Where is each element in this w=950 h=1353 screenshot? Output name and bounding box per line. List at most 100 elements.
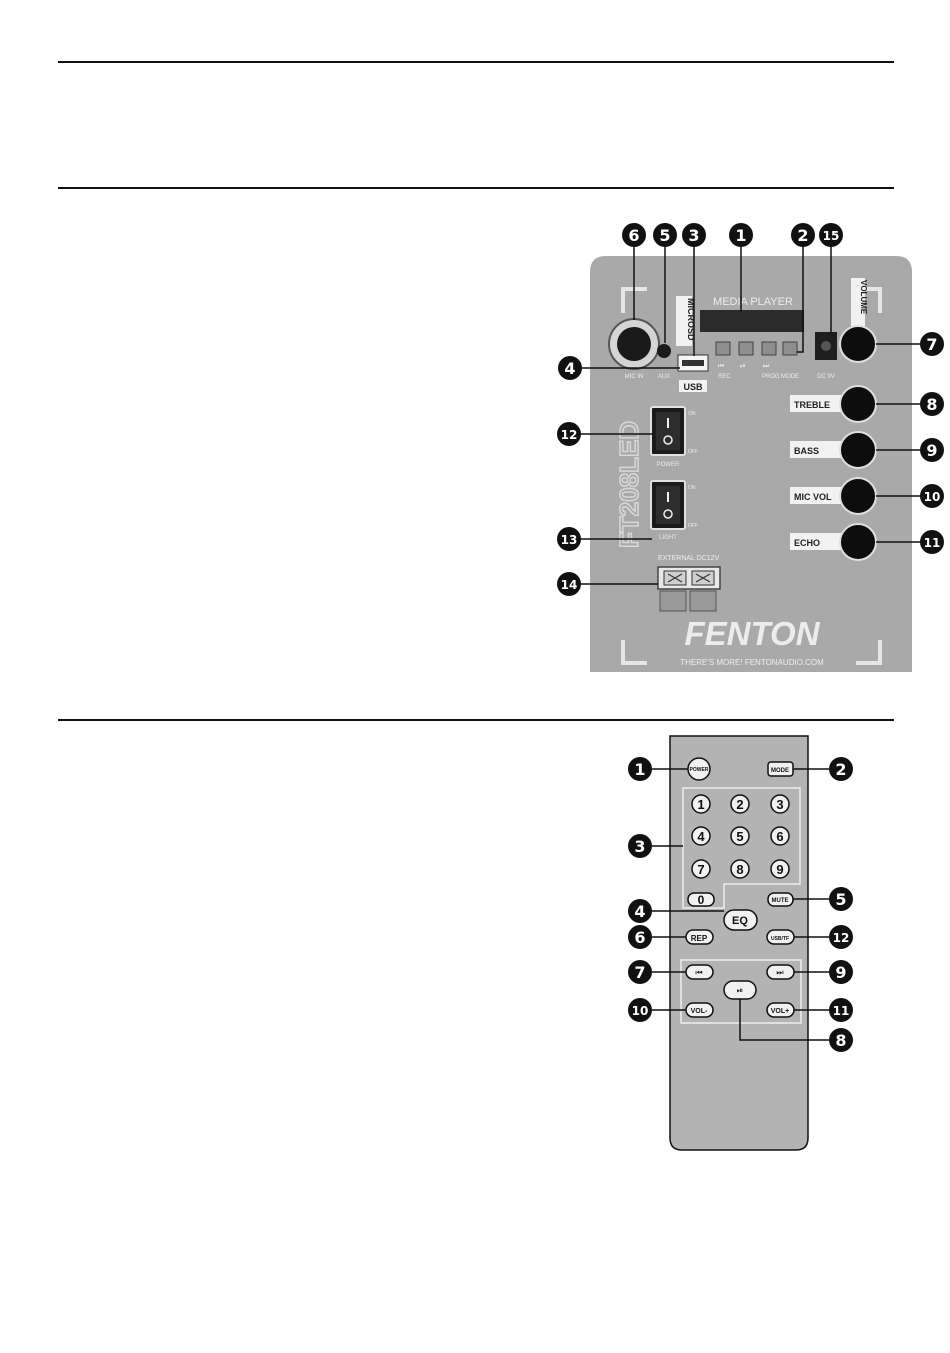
next-track-icon: ⏭: [776, 968, 783, 977]
remote-prev-button[interactable]: ⏮: [685, 964, 714, 980]
svg-text:2: 2: [797, 226, 808, 245]
numpad-frame: [682, 787, 801, 909]
svg-text:4: 4: [697, 829, 705, 844]
svg-text:3: 3: [634, 837, 645, 856]
mic-vol-knob[interactable]: [839, 477, 877, 515]
remote-callout-5: 5: [829, 887, 853, 911]
remote-callout-3: 3: [628, 834, 652, 858]
volume-label-bg: [851, 278, 865, 326]
remote-callout-1: 1: [628, 757, 652, 781]
mode-label: MODE: [781, 374, 799, 380]
media-buttons: [715, 341, 798, 356]
callout-8: 8: [920, 392, 944, 416]
remote-leader-lines: [652, 768, 829, 1041]
next-icon: ⏭: [763, 363, 770, 370]
volume-knob[interactable]: [839, 325, 877, 363]
prev-rec-button[interactable]: [715, 341, 731, 356]
usb-port-tongue: [682, 360, 704, 366]
digit-2[interactable]: 2: [730, 794, 750, 814]
dc9v-label: DC 9V: [817, 374, 835, 380]
power-off-mark: [663, 435, 673, 445]
usb-label: USB: [683, 382, 703, 392]
svg-text:9: 9: [835, 963, 846, 982]
mic-in-label: MIC IN: [625, 374, 644, 380]
usb-label-bg: [679, 380, 707, 392]
prev-track-icon: ⏮: [695, 968, 702, 977]
remote-rep-button[interactable]: REP: [685, 929, 714, 945]
digit-1[interactable]: 1: [691, 794, 711, 814]
callout-13: 13: [557, 527, 581, 551]
play-pause-button[interactable]: [738, 341, 754, 356]
aux-label: AUX: [658, 374, 670, 380]
remote-callout-4: 4: [628, 899, 652, 923]
panel-callouts: 6 5 3 1 2 15 4 7 8 9 10 11 12 13 14: [557, 223, 944, 596]
callout-6: 6: [622, 223, 646, 247]
digit-8[interactable]: 8: [730, 859, 750, 879]
remote-next-button[interactable]: ⏭: [766, 964, 795, 980]
svg-text:10: 10: [924, 490, 941, 504]
remote-mode-label: MODE: [771, 768, 789, 774]
section-rule-1: [58, 187, 894, 189]
remote-mute-label: MUTE: [772, 898, 789, 904]
echo-knob[interactable]: [839, 523, 877, 561]
remote-vol-plus-button[interactable]: VOL+: [766, 1002, 795, 1018]
next-prog-button[interactable]: [761, 341, 777, 356]
callout-1: 1: [729, 223, 753, 247]
remote-callout-12: 12: [829, 925, 853, 949]
knob-treble: TREBLE: [790, 385, 877, 423]
callout-10: 10: [920, 484, 944, 508]
callout-14: 14: [557, 572, 581, 596]
digit-4[interactable]: 4: [691, 826, 711, 846]
treble-knob[interactable]: [839, 385, 877, 423]
digit-5[interactable]: 5: [730, 826, 750, 846]
callout-15: 15: [819, 223, 843, 247]
svg-text:9: 9: [926, 441, 937, 460]
microsd-label: MICROSD: [686, 298, 696, 341]
digit-6[interactable]: 6: [770, 826, 790, 846]
mic-in-jack[interactable]: [617, 327, 651, 361]
panel-leader-lines: [580, 246, 921, 585]
mic-vol-label: MIC VOL: [794, 492, 832, 502]
aux-jack[interactable]: [657, 344, 671, 358]
remote-usbtf-button[interactable]: USB/TF: [766, 929, 795, 945]
remote-vol-minus-button[interactable]: VOL-: [685, 1002, 714, 1018]
transport-frame: [680, 959, 802, 1024]
brand-tagline: THERE'S MORE! FENTONAUDIO.COM: [680, 658, 824, 667]
external-dc-label: EXTERNAL DC12V: [658, 555, 720, 562]
power-on-label: ON: [688, 411, 696, 417]
svg-text:5: 5: [659, 226, 670, 245]
remote-callout-6: 6: [628, 925, 652, 949]
bass-knob[interactable]: [839, 431, 877, 469]
digit-9[interactable]: 9: [770, 859, 790, 879]
remote-playpause-button[interactable]: ⏯: [723, 980, 757, 1000]
svg-text:4: 4: [634, 902, 645, 921]
remote-eq-label: EQ: [732, 915, 748, 927]
svg-text:3: 3: [776, 797, 783, 812]
microsd-slot[interactable]: [676, 296, 692, 346]
remote-mute-button[interactable]: MUTE: [767, 892, 794, 907]
svg-text:11: 11: [833, 1004, 850, 1018]
svg-text:8: 8: [926, 395, 937, 414]
digit-7[interactable]: 7: [691, 859, 711, 879]
power-off-label: OFF: [688, 449, 698, 455]
remote-eq-button[interactable]: EQ: [723, 909, 758, 931]
svg-text:6: 6: [634, 928, 645, 947]
light-switch-label: LIGHT: [659, 535, 677, 541]
media-display: [700, 310, 804, 332]
remote-rep-label: REP: [691, 934, 708, 943]
external-dc-terminals[interactable]: [657, 566, 721, 612]
remote-power-button[interactable]: POWER: [687, 757, 711, 781]
remote-callout-8: 8: [829, 1028, 853, 1052]
svg-text:7: 7: [697, 862, 704, 877]
light-off-label: OFF: [688, 523, 698, 529]
remote-mode-button[interactable]: MODE: [767, 761, 794, 777]
remote-usbtf-label: USB/TF: [771, 936, 789, 942]
svg-text:12: 12: [833, 931, 850, 945]
svg-text:8: 8: [736, 862, 743, 877]
svg-text:1: 1: [697, 797, 704, 812]
mode-button[interactable]: [782, 341, 798, 356]
digit-0[interactable]: 0: [687, 892, 715, 907]
digit-3[interactable]: 3: [770, 794, 790, 814]
svg-text:9: 9: [776, 862, 783, 877]
